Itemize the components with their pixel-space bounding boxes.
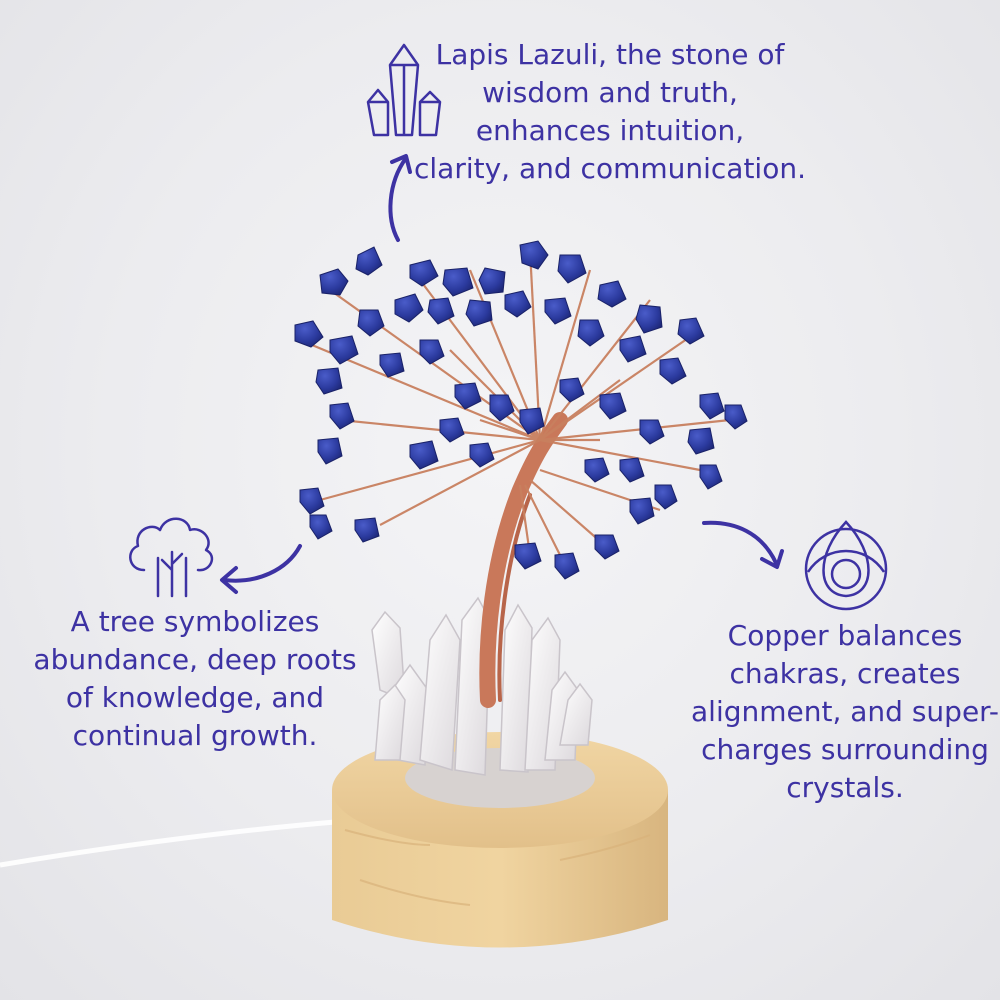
copper-trunk	[479, 412, 568, 708]
caption-line: enhances intuition,	[475, 114, 745, 147]
caption-line: chakras, creates	[729, 657, 961, 690]
caption-line: abundance, deep roots	[33, 643, 357, 676]
caption-line: clarity, and communication.	[414, 152, 806, 185]
caption-line: continual growth.	[72, 719, 318, 752]
caption-line: A tree symbolizes	[70, 605, 320, 638]
caption-line: alignment, and super-	[691, 695, 999, 728]
copper-caption: Copper balances chakras, creates alignme…	[680, 617, 1000, 807]
caption-line: Copper balances	[727, 619, 963, 652]
tree-icon	[129, 517, 214, 598]
caption-line: crystals.	[786, 771, 904, 804]
tree-caption: A tree symbolizes abundance, deep roots …	[30, 603, 360, 755]
arrow-left-icon	[220, 544, 302, 594]
caption-line: charges surrounding	[701, 733, 989, 766]
power-cable	[0, 819, 336, 868]
quartz-cluster	[371, 596, 593, 776]
arrow-right-icon	[702, 520, 784, 569]
caption-line: of knowledge, and	[65, 681, 325, 714]
crystal-cluster-icon	[366, 43, 442, 137]
caption-line: wisdom and truth,	[482, 76, 738, 109]
arrow-up-icon	[388, 154, 412, 242]
lapis-caption: Lapis Lazuli, the stone of wisdom and tr…	[410, 36, 810, 188]
lapis-chips	[294, 240, 748, 580]
triquetra-icon	[804, 520, 888, 611]
caption-line: Lapis Lazuli, the stone of	[435, 38, 785, 71]
